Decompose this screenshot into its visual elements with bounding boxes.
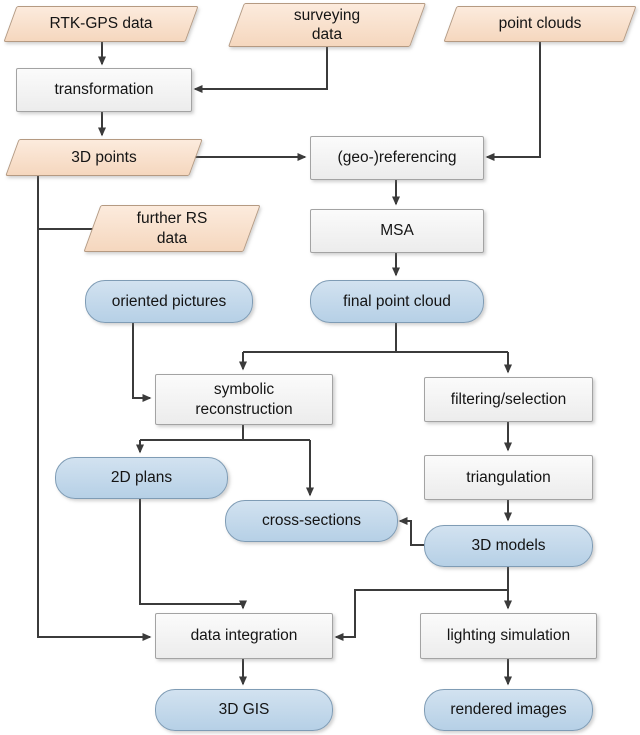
node-surveying-data: surveying data — [227, 3, 427, 47]
node-label: surveying data — [293, 6, 361, 43]
node-rendered-images: rendered images — [424, 689, 593, 731]
node-label: 3D points — [71, 148, 137, 166]
node-3d-points: 3D points — [5, 139, 203, 176]
node-label: (geo-)referencing — [337, 149, 457, 167]
node-symbolic-reconstruction: symbolic reconstruction — [155, 374, 333, 425]
node-label: 2D plans — [110, 469, 173, 487]
edge-surveying-transformation — [193, 47, 328, 93]
node-label: 3D models — [471, 537, 546, 555]
edge-3dmodels-crosssections — [398, 517, 424, 546]
node-final-point-cloud: final point cloud — [310, 280, 484, 323]
node-label: oriented pictures — [111, 292, 227, 310]
node-label: 3D GIS — [218, 701, 270, 719]
node-label: MSA — [380, 222, 414, 240]
edge-pointclouds-georeferencing — [485, 41, 541, 161]
node-data-integration: data integration — [155, 613, 333, 659]
node-label: lighting simulation — [446, 627, 571, 645]
node-further-rs-data: further RS data — [83, 205, 261, 252]
node-label: data integration — [190, 627, 298, 645]
node-label: symbolic reconstruction — [195, 381, 293, 418]
node-filtering-selection: filtering/selection — [424, 377, 593, 422]
node-label: transformation — [54, 81, 154, 99]
node-3d-models: 3D models — [424, 525, 593, 567]
node-point-clouds: point clouds — [443, 6, 637, 42]
node-3d-gis: 3D GIS — [155, 689, 333, 731]
node-transformation: transformation — [16, 68, 192, 112]
node-cross-sections: cross-sections — [225, 500, 398, 542]
node-msa: MSA — [310, 209, 484, 253]
node-lighting-simulation: lighting simulation — [420, 613, 597, 659]
node-geo-referencing: (geo-)referencing — [310, 136, 484, 180]
node-label: filtering/selection — [450, 390, 567, 408]
node-label: point clouds — [498, 15, 582, 33]
node-oriented-pictures: oriented pictures — [85, 280, 253, 323]
node-label: RTK-GPS data — [49, 15, 153, 33]
node-label: triangulation — [466, 468, 551, 486]
node-2d-plans: 2D plans — [55, 457, 228, 499]
node-label: further RS data — [136, 210, 208, 247]
node-label: rendered images — [450, 701, 567, 719]
node-rtk-gps-data: RTK-GPS data — [3, 6, 199, 42]
node-triangulation: triangulation — [424, 455, 593, 500]
edge-orientedpictures-symbolic — [132, 321, 152, 402]
node-label: final point cloud — [343, 292, 451, 310]
node-label: cross-sections — [261, 512, 362, 530]
